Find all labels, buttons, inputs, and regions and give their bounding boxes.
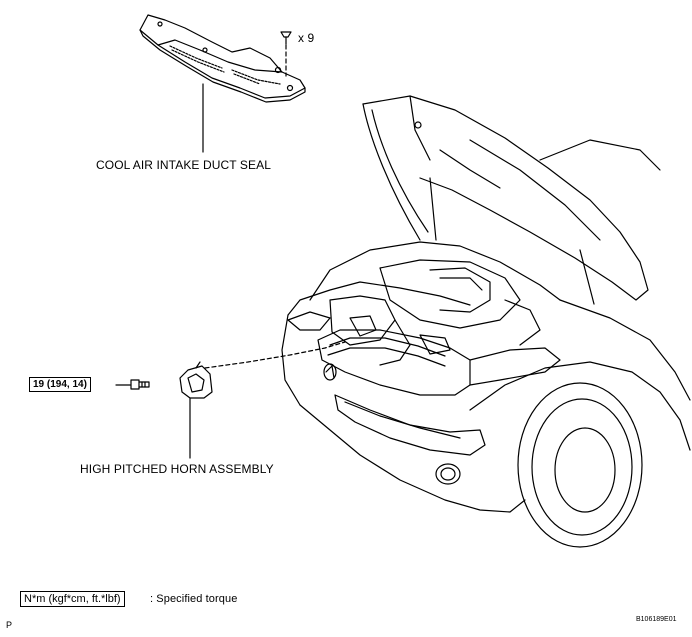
- fastener-count: x 9: [298, 31, 315, 45]
- vehicle-front-view: [281, 95, 691, 548]
- horn-install-guide-line: [204, 341, 346, 369]
- torque-legend-box: N*m (kgf*cm, ft.*lbf): [20, 591, 125, 607]
- bolt-icon: [130, 379, 150, 390]
- cool-air-intake-duct-seal-part: [139, 14, 306, 103]
- clip-icon: [280, 31, 292, 45]
- high-pitched-horn-assembly-label: HIGH PITCHED HORN ASSEMBLY: [80, 462, 274, 476]
- figure-id: B106189E01: [636, 616, 677, 623]
- high-pitched-horn-part: [179, 361, 213, 399]
- cool-air-intake-duct-seal-label: COOL AIR INTAKE DUCT SEAL: [96, 158, 271, 172]
- torque-spec-box: 19 (194, 14): [29, 377, 91, 392]
- corner-mark: P: [6, 620, 13, 630]
- torque-legend-text: : Specified torque: [150, 593, 238, 605]
